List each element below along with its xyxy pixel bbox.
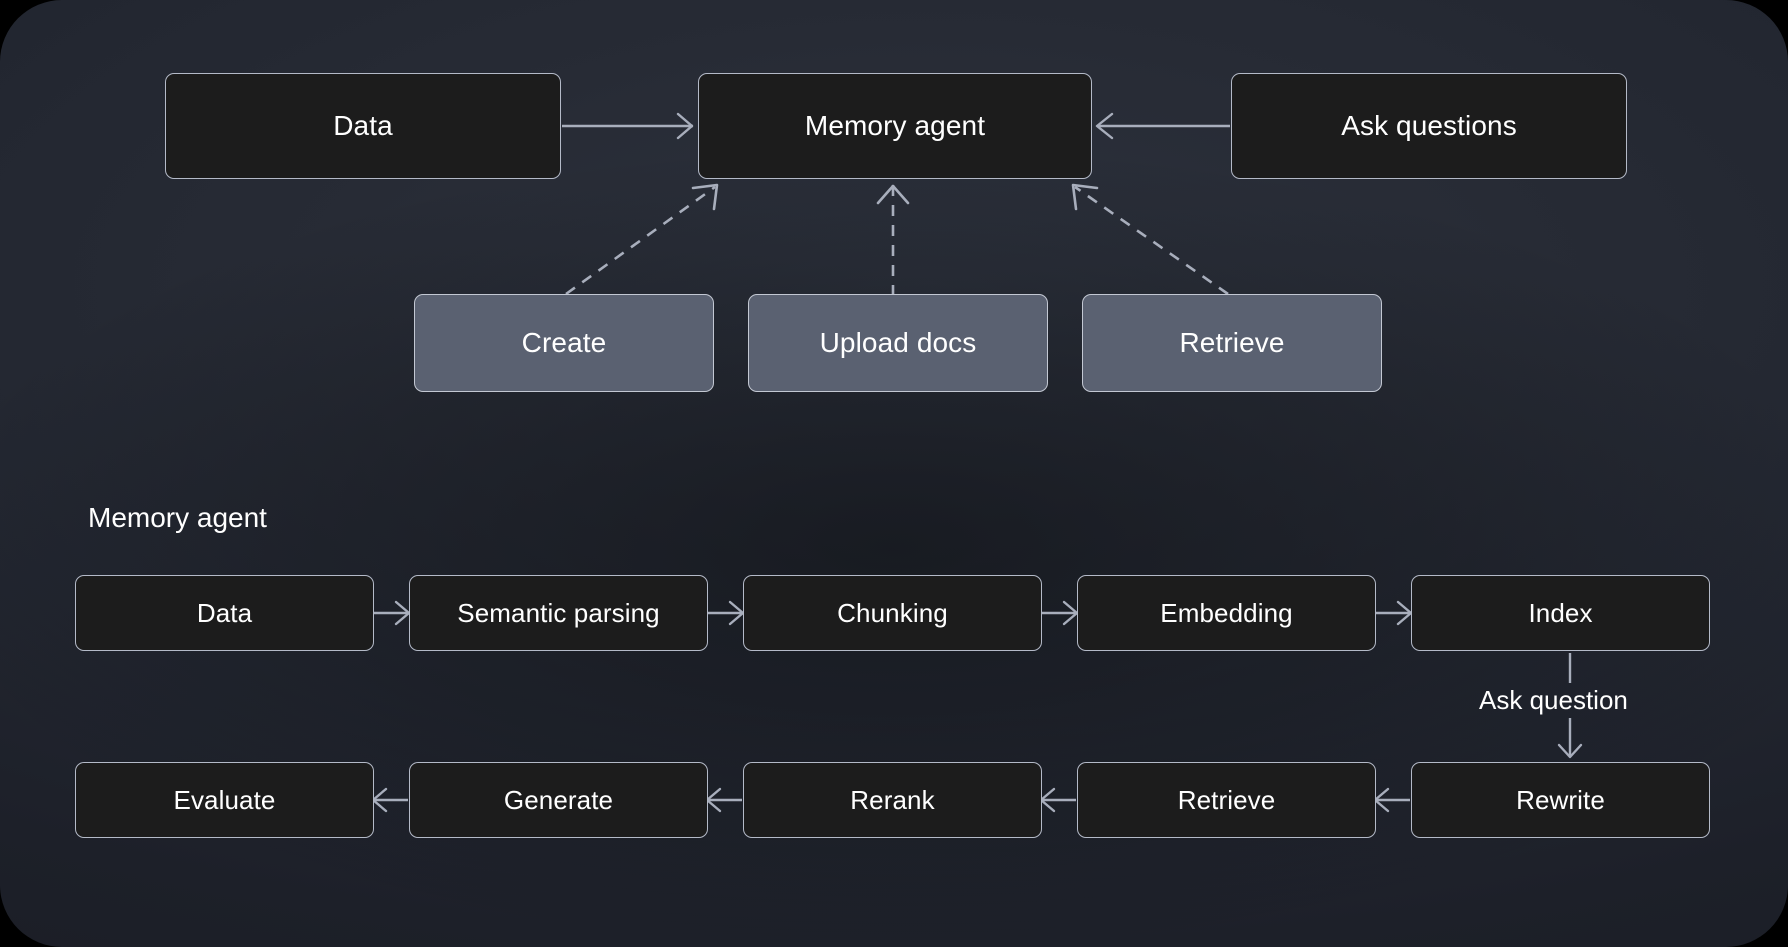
edge-embedding-to-index	[1376, 600, 1413, 626]
edge-create-to-memory-agent	[565, 183, 719, 296]
node-index[interactable]: Index	[1411, 575, 1710, 651]
edge-retrieve-to-memory-agent	[1071, 183, 1229, 296]
edge-label-ask-question: Ask question	[1479, 685, 1628, 715]
node-chunking[interactable]: Chunking	[743, 575, 1042, 651]
section-label-memory-agent: Memory agent	[88, 502, 267, 533]
edge-data2-to-semantic-parsing	[374, 600, 411, 626]
node-memory-agent[interactable]: Memory agent	[698, 73, 1092, 179]
node-retrieve-top[interactable]: Retrieve	[1082, 294, 1382, 392]
node-retrieve-pipeline[interactable]: Retrieve	[1077, 762, 1376, 838]
edge-ask-questions-to-memory-agent	[1095, 112, 1230, 140]
node-embedding[interactable]: Embedding	[1077, 575, 1376, 651]
node-rewrite[interactable]: Rewrite	[1411, 762, 1710, 838]
node-create[interactable]: Create	[414, 294, 714, 392]
edge-generate-to-evaluate	[371, 787, 408, 813]
edge-rerank-to-generate	[705, 787, 742, 813]
node-generate[interactable]: Generate	[409, 762, 708, 838]
edge-semantic-parsing-to-chunking	[708, 600, 745, 626]
node-rerank[interactable]: Rerank	[743, 762, 1042, 838]
edge-data-to-memory-agent	[562, 112, 694, 140]
node-ask-questions[interactable]: Ask questions	[1231, 73, 1627, 179]
edge-retrieve-to-rerank	[1039, 787, 1076, 813]
edge-rewrite-to-retrieve	[1373, 787, 1410, 813]
node-data[interactable]: Data	[165, 73, 561, 179]
edge-index-to-rewrite	[1557, 653, 1583, 759]
node-upload-docs[interactable]: Upload docs	[748, 294, 1048, 392]
edge-chunking-to-embedding	[1042, 600, 1079, 626]
edge-upload-docs-to-memory-agent	[876, 184, 910, 296]
node-evaluate[interactable]: Evaluate	[75, 762, 374, 838]
node-data-pipeline[interactable]: Data	[75, 575, 374, 651]
node-semantic-parsing[interactable]: Semantic parsing	[409, 575, 708, 651]
